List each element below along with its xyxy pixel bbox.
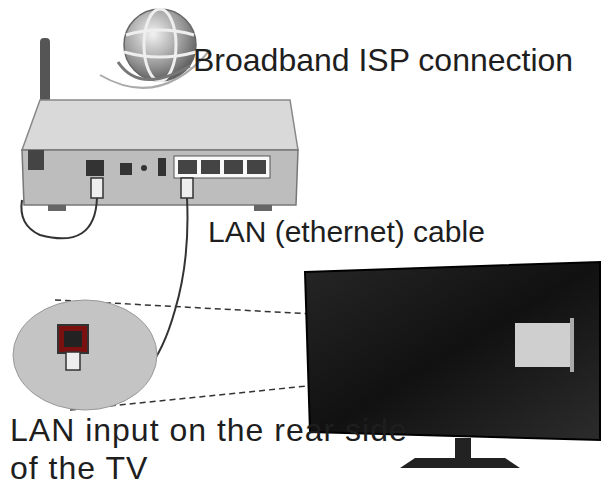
isp-label: Broadband ISP connection [193, 42, 573, 80]
lan-port-closeup [13, 300, 157, 410]
lan-input-label: LAN input on the rear side of the TV [10, 412, 415, 488]
cable-label: LAN (ethernet) cable [208, 214, 485, 249]
